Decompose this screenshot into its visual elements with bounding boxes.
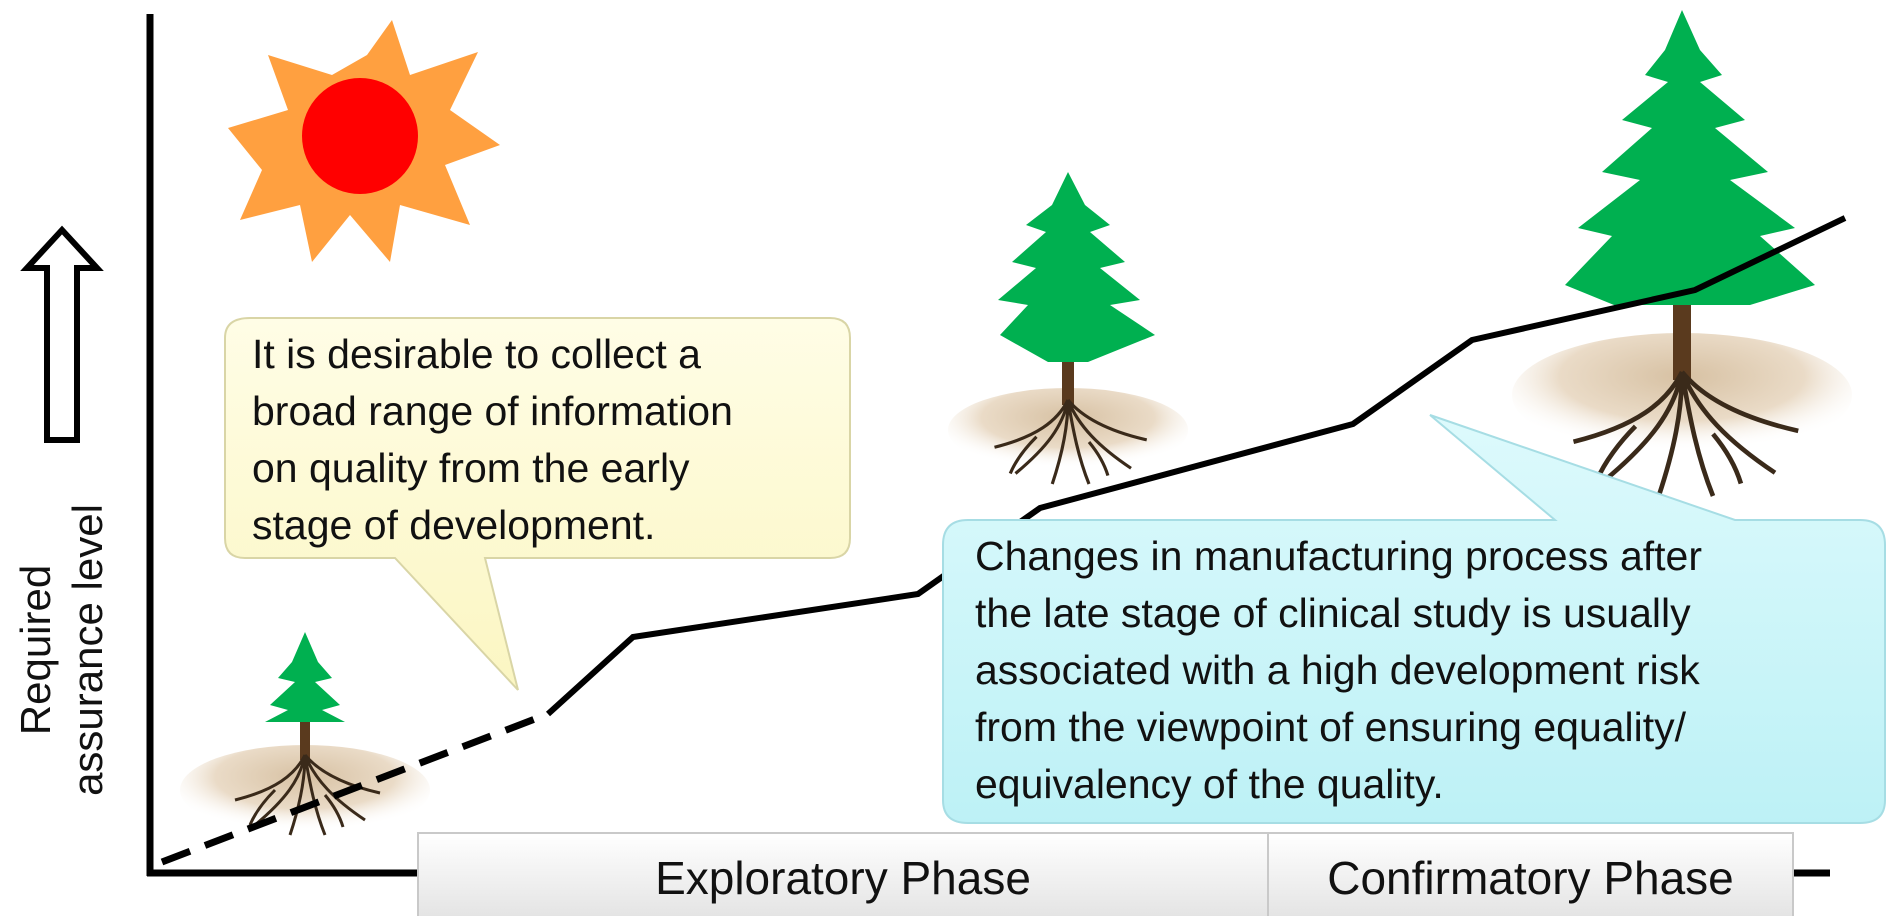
late-callout-line: the late stage of clinical study is usua… (975, 590, 1691, 636)
late-callout-line: associated with a high development risk (975, 647, 1700, 693)
sun-icon (228, 20, 500, 262)
late-callout-line: from the viewpoint of ensuring equality/ (975, 704, 1687, 750)
early-stage-callout (224, 317, 851, 691)
early-callout-line: broad range of information (252, 388, 733, 434)
confirmatory-phase-label: Confirmatory Phase (1327, 852, 1734, 904)
y-axis-label-line2: assurance level (64, 504, 111, 796)
small-tree-icon (180, 632, 430, 837)
exploratory-phase-box (417, 832, 1269, 916)
early-stage-callout-text: It is desirable to collect a broad range… (252, 326, 837, 554)
y-axis-label: Required assurance level (10, 440, 150, 860)
late-callout-line: Changes in manufacturing process after (975, 533, 1703, 579)
assurance-line-solid (545, 215, 1847, 717)
medium-tree-icon (948, 172, 1188, 486)
assurance-line-dashed (160, 710, 550, 866)
late-callout-line: equivalency of the quality. (975, 761, 1444, 807)
confirmatory-phase-box (1267, 832, 1794, 916)
early-callout-line: It is desirable to collect a (252, 331, 701, 377)
early-callout-line: stage of development. (252, 502, 656, 548)
large-tree-icon (1512, 10, 1852, 496)
late-stage-callout-text: Changes in manufacturing process after t… (975, 528, 1875, 813)
y-axis-label-line1: Required (12, 564, 59, 736)
up-arrow-icon (20, 225, 104, 443)
late-stage-callout (942, 414, 1886, 824)
exploratory-phase-label: Exploratory Phase (655, 852, 1031, 904)
early-callout-line: on quality from the early (252, 445, 690, 491)
